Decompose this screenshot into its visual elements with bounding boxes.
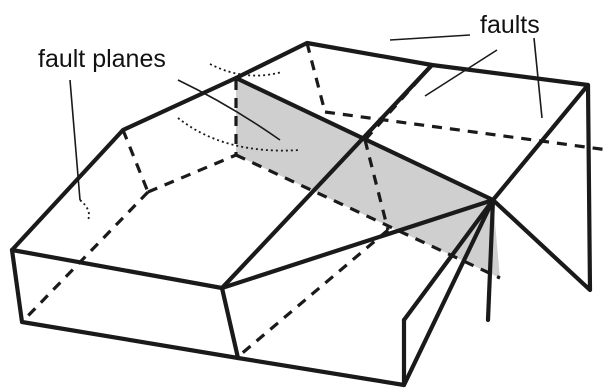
top-front-left-edge [9, 247, 225, 291]
fault-trace-left-a [121, 129, 150, 193]
shaded-fault-plane [236, 78, 500, 278]
top-surface-outline [9, 40, 591, 323]
fault-trace-left-c [20, 190, 150, 324]
fault-trace-front-b [238, 228, 390, 357]
dotted-arrow-center [177, 117, 301, 152]
fault-planes-pointer-line [69, 79, 81, 201]
label-fault-planes: fault planes [38, 45, 166, 73]
fault-trace-back-a [305, 42, 327, 113]
right-face-top-edge [401, 197, 496, 323]
label-pointers [69, 34, 543, 201]
cross-fault-trace [219, 62, 435, 291]
faults-pointer-c [533, 37, 543, 119]
fault-planes-pointer-curve [177, 79, 281, 141]
fault-trace-back-b [324, 110, 609, 152]
block-outline [9, 40, 593, 388]
right-side-face [219, 197, 496, 388]
fault-plane-bottom-edge [235, 153, 501, 280]
dotted-arrow-left [79, 199, 90, 221]
faults-pointer-b [424, 49, 498, 97]
left-side-face [9, 247, 241, 361]
dotted-arrows [79, 63, 301, 221]
fault-trace-left-b [147, 153, 237, 194]
label-faults: faults [480, 11, 540, 39]
fault-trace-front-a [363, 139, 390, 231]
block-split-vertical-edge [219, 285, 241, 361]
faults-pointer-a [389, 34, 471, 41]
hidden-fault-traces [20, 42, 609, 357]
far-right-face [490, 82, 593, 293]
